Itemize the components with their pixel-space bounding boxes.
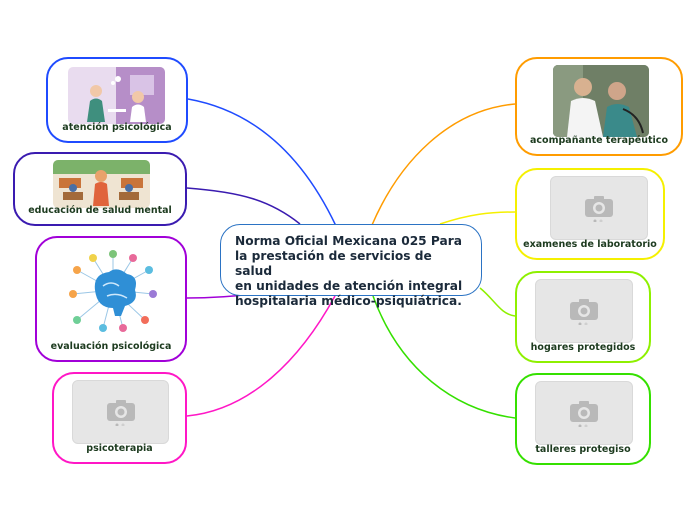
therapy-illustration [68,67,165,124]
node-label: examenes de laboratorio [523,239,657,250]
caregiver-photo [553,65,649,137]
node-atencion-psicologica[interactable]: atención psicológica [46,57,188,143]
node-label: atención psicológica [62,122,172,133]
node-talleres-protegiso[interactable]: talleres protegiso [515,373,651,465]
central-topic[interactable]: Norma Oficial Mexicana 025 Para la prest… [220,224,482,308]
camera-placeholder-icon [535,381,633,445]
link-educacion [186,187,301,225]
node-label: psicoterapia [86,443,153,454]
camera-placeholder-icon [550,176,648,240]
camera-placeholder-icon [72,380,169,444]
node-label: evaluación psicológica [50,341,172,352]
link-examenes [439,211,516,225]
node-label: educación de salud mental [28,205,172,216]
link-hogares [479,287,516,317]
classroom-illustration [53,160,150,208]
link-acompanante [371,103,516,226]
node-label: talleres protegiso [535,444,631,455]
node-educacion-salud-mental[interactable]: educación de salud mental [13,152,187,226]
node-examenes-laboratorio[interactable]: examenes de laboratorio [515,168,665,260]
node-evaluacion-psicologica[interactable]: evaluación psicológica [35,236,187,362]
brain-network-icon [67,250,159,336]
camera-placeholder-icon [535,279,633,343]
node-acompanante-terapeutico[interactable]: acompañante terapéutico [515,57,683,156]
link-talleres [372,295,516,419]
node-psicoterapia[interactable]: psicoterapia [52,372,187,464]
node-label: hogares protegidos [530,342,636,353]
link-psicoterapia [186,295,336,417]
node-hogares-protegidos[interactable]: hogares protegidos [515,271,651,363]
link-atencion [187,98,337,227]
node-label: acompañante terapéutico [530,135,668,146]
